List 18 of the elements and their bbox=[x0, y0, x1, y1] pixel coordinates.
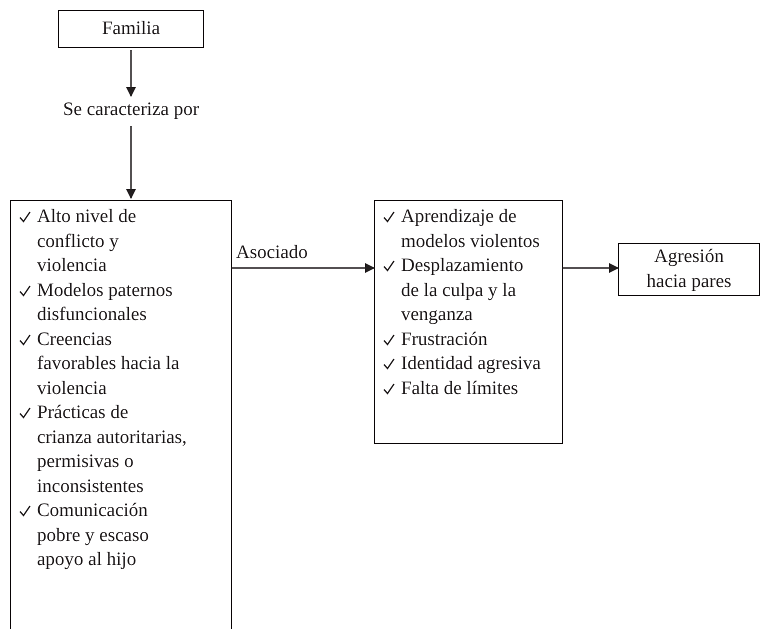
checklist-box bbox=[10, 200, 232, 629]
list-item: Modelos paternos disfuncionales bbox=[37, 278, 174, 327]
list-item: Prácticas de crianza autoritarias, permisivas o inconsistentes bbox=[37, 401, 187, 498]
list-item: Desplazamiento de la culpa y la venganza bbox=[401, 254, 524, 327]
arrow bbox=[232, 263, 375, 273]
process-box: Agresión hacia pares bbox=[618, 243, 760, 296]
list-item: Identidad agresiva bbox=[401, 352, 541, 376]
checklist-box bbox=[374, 200, 563, 444]
list-item: Frustración bbox=[401, 328, 489, 352]
arrow bbox=[563, 263, 619, 273]
list-item: Creencias favorables hacia la violencia bbox=[37, 328, 180, 400]
list-item: Falta de límites bbox=[401, 376, 520, 400]
arrow bbox=[126, 50, 136, 97]
process-box: Familia bbox=[58, 10, 204, 48]
arrow bbox=[126, 126, 136, 199]
list-item: Alto nivel de conflicto y violencia bbox=[37, 205, 138, 278]
list-item: Comunicación pobre y escaso apoyo al hijo bbox=[37, 499, 150, 572]
list-item: Aprendizaje de modelos violentos bbox=[401, 205, 541, 254]
